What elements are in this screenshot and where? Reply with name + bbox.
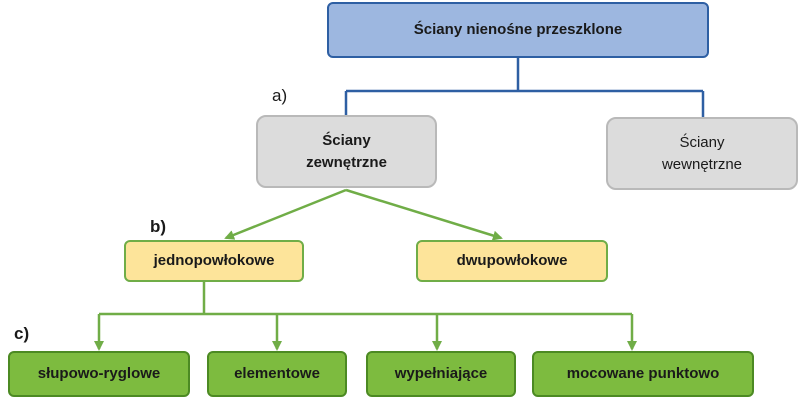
- mullion-transom-node: słupowo-ryglowe: [8, 351, 190, 397]
- point-fixed-label: mocowane punktowo: [566, 365, 720, 383]
- external-walls-node: Ściany zewnętrzne: [256, 115, 437, 188]
- single-layer-label: jednopowłokowe: [153, 252, 275, 270]
- double-layer-label: dwupowłokowe: [456, 252, 568, 270]
- root-connector: [344, 58, 705, 117]
- root-node: Ściany nienośne przeszklone: [327, 2, 709, 58]
- internal-walls-line2: wewnętrzne: [661, 155, 743, 173]
- marker-c: c): [14, 324, 30, 343]
- single-layer-connector: [94, 282, 637, 351]
- infill-label: wypełniające: [394, 365, 488, 383]
- marker-a: a): [272, 86, 288, 105]
- double-layer-node: dwupowłokowe: [416, 240, 608, 282]
- marker-b: b): [150, 217, 167, 236]
- internal-walls-line1: Ściany: [679, 133, 725, 151]
- infill-node: wypełniające: [366, 351, 516, 397]
- single-layer-node: jednopowłokowe: [124, 240, 304, 282]
- unitized-node: elementowe: [207, 351, 347, 397]
- external-walls-line2: zewnętrzne: [306, 153, 387, 171]
- mullion-transom-label: słupowo-ryglowe: [37, 365, 161, 383]
- external-walls-line1: Ściany: [322, 131, 371, 149]
- internal-walls-node: Ściany wewnętrzne: [606, 117, 798, 190]
- unitized-label: elementowe: [234, 365, 320, 383]
- root-label: Ściany nienośne przeszklone: [413, 21, 623, 39]
- point-fixed-node: mocowane punktowo: [532, 351, 754, 397]
- external-arrows: [224, 188, 503, 241]
